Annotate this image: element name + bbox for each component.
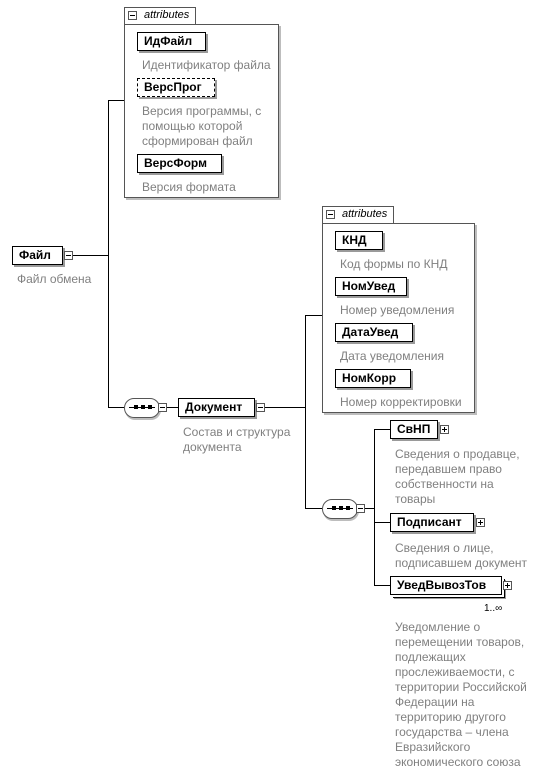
- cardinality-label: 1..∞: [484, 603, 503, 614]
- attribute-program-version[interactable]: ВерсПрог: [137, 78, 215, 97]
- element-label: УведВывозТов: [397, 578, 487, 592]
- attribute-label: НомУвед: [342, 279, 396, 293]
- attribute-label: ИдФайл: [144, 34, 193, 48]
- collapse-icon[interactable]: [128, 11, 137, 20]
- expand-icon[interactable]: [503, 581, 512, 590]
- attribute-label: НомКорр: [342, 371, 397, 385]
- element-description: Состав и структура документа: [183, 425, 291, 454]
- attribute-description: Дата уведомления: [340, 349, 444, 363]
- file-attributes-tab: attributes: [124, 7, 196, 24]
- root-description: Файл обмена: [17, 272, 92, 286]
- sequence-icon: [322, 499, 358, 519]
- element-signer[interactable]: Подписант: [390, 513, 474, 532]
- attribute-description: Код формы по КНД: [340, 257, 448, 271]
- attribute-correction-number[interactable]: НомКорр: [335, 369, 411, 388]
- attribute-description: Номер корректировки: [340, 395, 462, 409]
- element-seller-info[interactable]: СвНП: [390, 420, 438, 439]
- attribute-label: КНД: [342, 233, 367, 247]
- attributes-tab-label: attributes: [144, 9, 190, 21]
- attribute-label: ВерсПрог: [144, 80, 202, 94]
- attribute-notice-number[interactable]: НомУвед: [335, 277, 407, 296]
- attribute-notice-date[interactable]: ДатаУвед: [335, 323, 413, 342]
- collapse-icon[interactable]: [64, 251, 73, 260]
- root-element-label: Файл: [19, 248, 51, 262]
- attribute-description: Версия формата: [142, 180, 236, 194]
- collapse-icon[interactable]: [356, 504, 365, 513]
- attribute-id-file[interactable]: ИдФайл: [137, 32, 206, 51]
- root-element-file[interactable]: Файл: [12, 246, 63, 265]
- element-description: Уведомление о перемещении товаров, подле…: [395, 620, 527, 769]
- collapse-icon[interactable]: [326, 210, 335, 219]
- element-export-notice[interactable]: УведВывозТов: [390, 576, 502, 595]
- sequence-icon: [124, 398, 160, 418]
- document-attributes-tab: attributes: [322, 206, 394, 223]
- attribute-label: ВерсФорм: [144, 156, 207, 170]
- attributes-tab-label: attributes: [342, 208, 388, 220]
- element-label: СвНП: [397, 422, 431, 436]
- element-description: Сведения о продавце, передавшем право со…: [395, 447, 520, 506]
- attribute-format-version[interactable]: ВерсФорм: [137, 154, 222, 173]
- element-document[interactable]: Документ: [178, 398, 255, 417]
- attribute-label: ДатаУвед: [342, 325, 399, 339]
- attribute-description: Номер уведомления: [340, 303, 455, 317]
- attribute-description: Версия программы, с помощью которой сфор…: [142, 104, 262, 148]
- expand-icon[interactable]: [476, 518, 485, 527]
- element-label: Подписант: [397, 515, 462, 529]
- element-description: Сведения о лице, подписавшем документ: [395, 541, 528, 570]
- attribute-knd[interactable]: КНД: [335, 231, 383, 250]
- element-label: Документ: [185, 400, 243, 414]
- collapse-icon[interactable]: [158, 403, 167, 412]
- expand-icon[interactable]: [440, 425, 449, 434]
- collapse-icon[interactable]: [256, 403, 265, 412]
- attribute-description: Идентификатор файла: [142, 58, 271, 72]
